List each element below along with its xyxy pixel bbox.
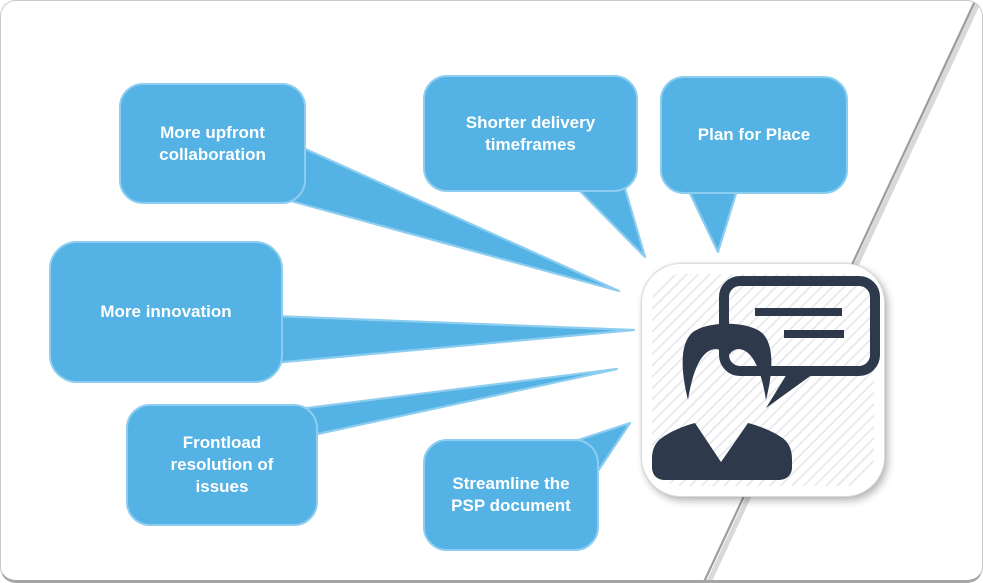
bubble-label: Shorter delivery timeframes	[465, 112, 596, 154]
bubble-streamline-psp: Streamline the PSP document	[423, 439, 599, 551]
bubble-more-upfront: More upfront collaboration	[119, 83, 306, 204]
icon-person-head	[682, 323, 772, 400]
bubble-tail-plan-for-place	[685, 185, 740, 254]
bubble-label: Frontload resolution of issues	[170, 433, 274, 496]
bubble-label: More upfront collaboration	[159, 122, 266, 164]
icon-card	[641, 263, 885, 497]
icon-person-body	[652, 423, 792, 480]
bubble-frontload: Frontload resolution of issues	[126, 404, 318, 526]
bubble-label: Streamline the PSP document	[451, 474, 571, 515]
bubble-label: More innovation	[100, 302, 232, 321]
bubble-plan-for-place: Plan for Place	[660, 76, 848, 194]
bubble-tail-frontload	[297, 367, 619, 437]
bubble-tail-more-innovation	[271, 314, 636, 365]
person-with-speech-bubble-icon	[652, 276, 880, 480]
icon-speech-bubble-tail	[766, 369, 820, 408]
bubble-shorter-delivery: Shorter delivery timeframes	[423, 75, 638, 192]
bubble-label: Plan for Place	[697, 125, 811, 144]
bubble-more-innovation: More innovation	[49, 241, 283, 383]
